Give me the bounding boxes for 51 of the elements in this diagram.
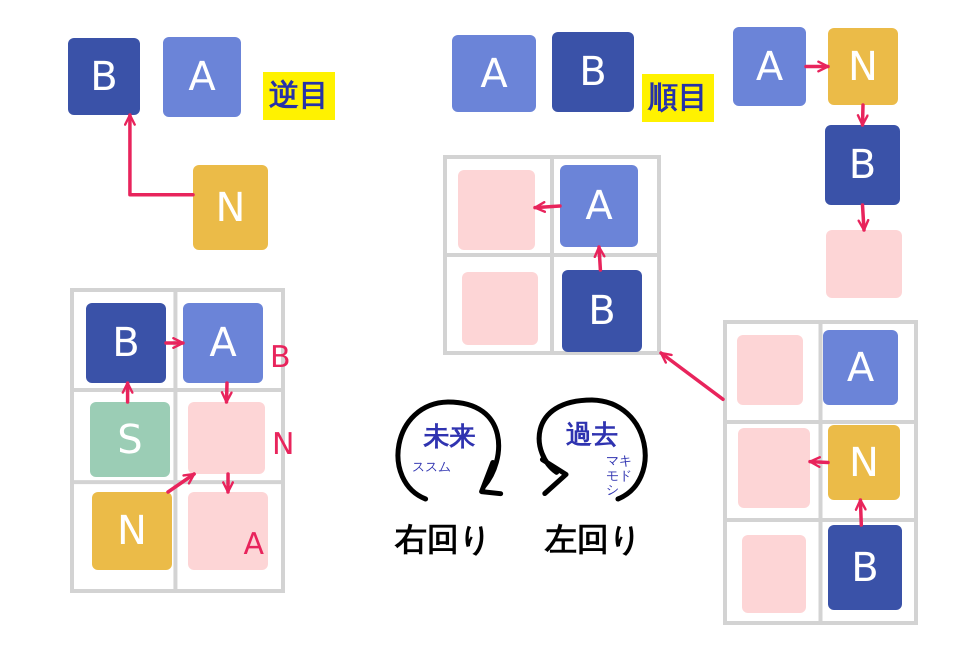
letter-tile: N: [193, 165, 268, 250]
empty-tile: [462, 272, 538, 345]
loop-note: マキモドシ: [606, 454, 634, 498]
empty-tile: [188, 402, 265, 474]
letter-tile: B: [828, 525, 902, 610]
loop-title: 過去: [566, 418, 618, 452]
arrow: [533, 201, 562, 213]
arrow: [164, 337, 185, 349]
arrow: [857, 203, 870, 232]
empty-tile: [737, 335, 803, 405]
loop-title: 未来: [423, 420, 476, 453]
grid-frame: [723, 320, 918, 625]
arrow: [222, 472, 234, 494]
letter-tile: B: [825, 125, 900, 205]
letter-tile: B: [552, 32, 634, 112]
letter-tile: A: [560, 165, 638, 247]
highlighted-label: 順目: [642, 74, 714, 122]
arrow: [808, 456, 830, 468]
letter-tile: A: [163, 37, 241, 117]
direction-label: 右回り: [395, 520, 492, 559]
arrow: [220, 381, 233, 404]
letter-tile: A: [452, 35, 536, 112]
empty-tile: [458, 170, 535, 250]
side-letter: N: [272, 430, 294, 460]
grid-frame: [443, 155, 661, 355]
arrow: [854, 498, 867, 527]
empty-tile: [742, 535, 806, 613]
letter-tile: A: [183, 303, 263, 383]
letter-tile: N: [828, 425, 900, 500]
letter-tile: A: [188, 492, 268, 570]
arrow: [594, 245, 606, 272]
arrow: [659, 351, 725, 402]
letter-tile: B: [86, 303, 166, 383]
empty-tile: [826, 230, 902, 298]
arrow: [122, 381, 134, 404]
letter-tile: B: [562, 270, 642, 352]
letter-tile: A: [823, 330, 898, 405]
arrow: [856, 103, 869, 127]
letter-tile: N: [92, 492, 172, 570]
arrow: [124, 113, 195, 196]
letter-tile: B: [68, 38, 140, 115]
letter-tile: A: [733, 27, 806, 106]
side-letter: B: [270, 343, 291, 373]
arrow: [166, 472, 196, 494]
letter-tile: N: [828, 28, 898, 105]
empty-tile: [738, 428, 810, 508]
loop-note: ススム: [412, 458, 452, 476]
direction-label: 左回り: [545, 520, 642, 559]
letter-tile: S: [90, 402, 170, 477]
arrow: [804, 60, 830, 72]
highlighted-label: 逆目: [263, 72, 335, 120]
